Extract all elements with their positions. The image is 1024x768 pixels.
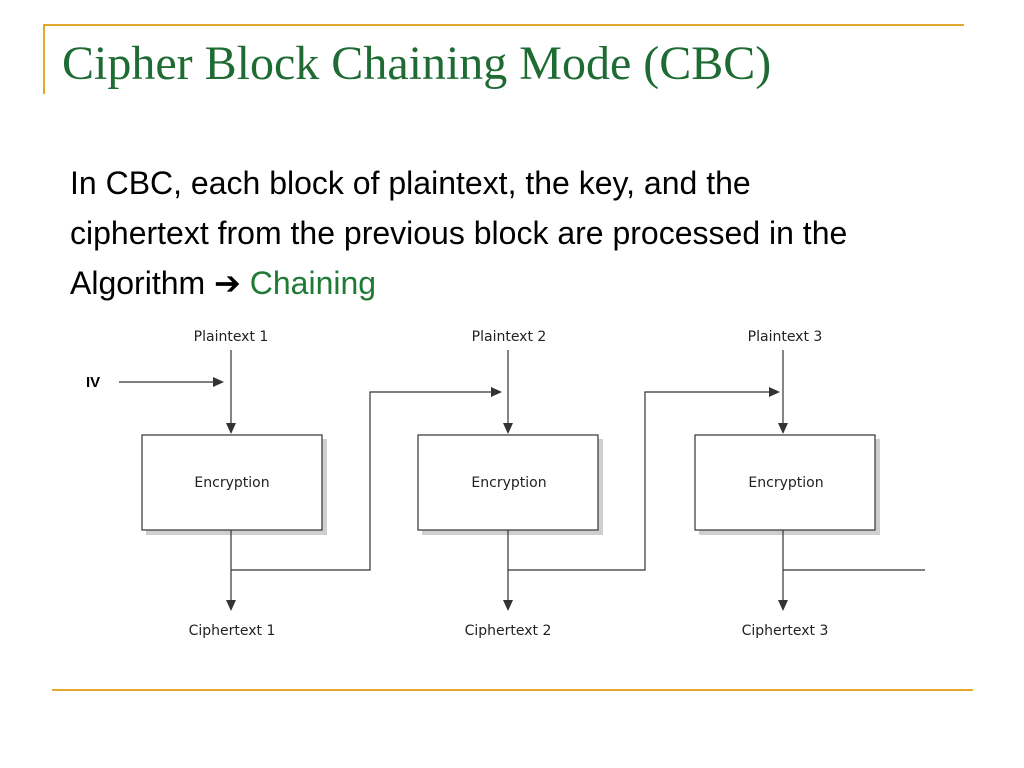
encryption-box-2 [417,434,599,531]
ciphertext-3-label: Ciphertext 3 [742,623,829,639]
top-accent-rule [43,24,964,26]
chain-1-to-2-arrowhead [491,387,502,397]
iv-arrowhead [213,377,224,387]
encryption-box-1 [141,434,323,531]
slide-body: In CBC, each block of plaintext, the key… [70,158,1000,308]
encryption-2-label: Encryption [471,475,546,491]
encryption-1-label: Encryption [194,475,269,491]
ciphertext-2-arrowhead [503,600,513,611]
bottom-accent-rule [52,689,973,691]
plaintext-3-label: Plaintext 3 [748,329,823,345]
ciphertext-2-label: Ciphertext 2 [465,623,552,639]
encryption-3-label: Encryption [748,475,823,491]
plaintext-2-label: Plaintext 2 [472,329,547,345]
body-line-1: In CBC, each block of plaintext, the key… [70,165,751,201]
ciphertext-1-arrowhead [226,600,236,611]
ciphertext-1-label: Ciphertext 1 [189,623,276,639]
chain-2-to-3-line [508,391,774,571]
plaintext-3-arrowhead [778,423,788,434]
iv-label: IV [86,374,100,391]
plaintext-1-arrowhead [226,423,236,434]
chain-2-to-3-arrowhead [769,387,780,397]
body-line-3-lead: Algorithm [70,265,206,301]
ciphertext-3-arrowhead [778,600,788,611]
encryption-box-3 [694,434,876,531]
plaintext-1-label: Plaintext 1 [194,329,269,345]
body-line-2: ciphertext from the previous block are p… [70,215,848,251]
title-accent-bar [43,24,45,94]
body-highlight: Chaining [249,265,377,301]
plaintext-2-arrowhead [503,423,513,434]
slide-title: Cipher Block Chaining Mode (CBC) [62,37,772,90]
chain-1-to-2-line [231,391,496,571]
right-arrow-icon: ➔ [214,265,241,301]
